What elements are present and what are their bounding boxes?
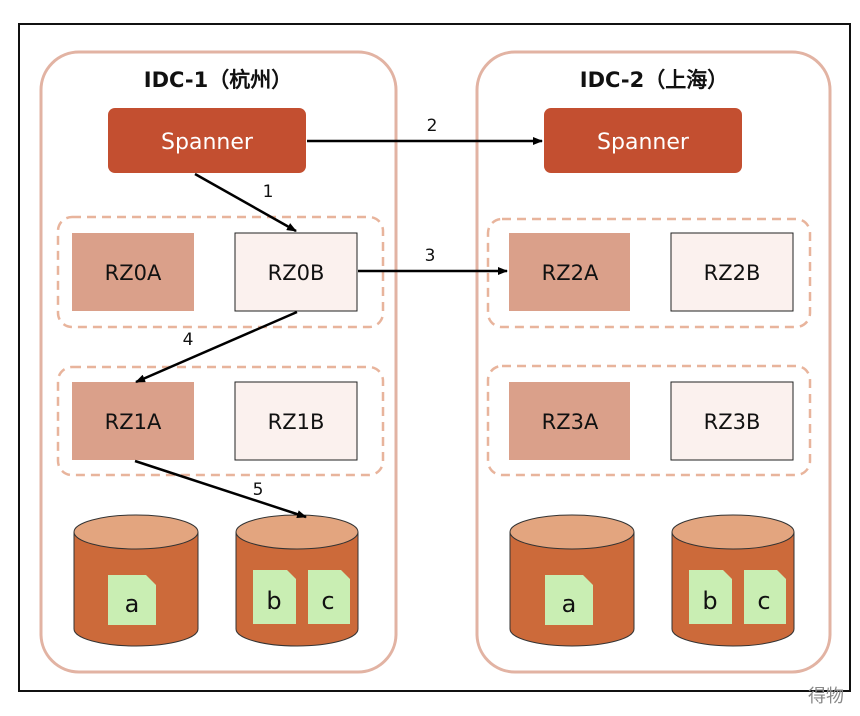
- arrow-step-5: [134, 459, 307, 519]
- rz1b-label: RZ1B: [268, 410, 325, 434]
- file-label: a: [125, 590, 140, 618]
- file-icon: [253, 570, 296, 624]
- idc2-container: [475, 50, 832, 674]
- rz3a-box: [509, 382, 630, 460]
- rz0a-box: [72, 233, 194, 311]
- step-label-3: 3: [425, 246, 436, 266]
- rz0b-label: RZ0B: [268, 261, 325, 285]
- watermark-text: 得物: [808, 686, 844, 707]
- idc2-rz2-group: [486, 217, 812, 329]
- file-icon: [108, 575, 156, 625]
- idc2-storage-2: b c: [671, 514, 795, 647]
- arrow-step-4: [135, 310, 298, 384]
- idc2-storage-1: a: [509, 514, 635, 647]
- idc1-container: [39, 50, 398, 674]
- file-label: b: [266, 587, 281, 615]
- rz1a-label: RZ1A: [105, 410, 162, 434]
- idc1-rz0-group: [56, 215, 385, 329]
- step-label-1: 1: [263, 182, 274, 202]
- rz2a-label: RZ2A: [542, 261, 599, 285]
- idc1-storage-2: b c: [235, 514, 359, 647]
- rz3b-label: RZ3B: [704, 410, 761, 434]
- file-icon: [545, 575, 593, 625]
- rz1b-box: [234, 381, 358, 461]
- file-icon: [744, 570, 786, 624]
- file-label: a: [562, 590, 577, 618]
- rz2a-box: [509, 233, 630, 311]
- idc1-spanner-box: [108, 108, 306, 173]
- idc1-title: IDC-1（杭州）: [144, 68, 292, 92]
- step-label-5: 5: [253, 480, 264, 500]
- rz3a-label: RZ3A: [542, 410, 599, 434]
- idc2-spanner-label: Spanner: [597, 130, 690, 155]
- step-label-4: 4: [183, 330, 194, 350]
- rz1a-box: [72, 382, 194, 460]
- rz0b-box: [234, 232, 358, 312]
- rz3b-box: [670, 381, 794, 461]
- file-icon: [689, 570, 732, 624]
- step-label-2: 2: [427, 116, 438, 136]
- idc1-spanner-label: Spanner: [161, 130, 254, 155]
- file-label: c: [321, 587, 334, 615]
- idc2-spanner-box: [544, 108, 742, 173]
- rz0a-label: RZ0A: [105, 261, 162, 285]
- idc1-storage-1: a: [73, 514, 199, 647]
- rz2b-label: RZ2B: [704, 261, 761, 285]
- rz2b-box: [670, 232, 794, 312]
- idc2-title: IDC-2（上海）: [580, 68, 728, 92]
- arrow-step-1: [194, 172, 297, 233]
- file-icon: [308, 570, 350, 624]
- file-label: c: [757, 587, 770, 615]
- file-label: b: [702, 587, 717, 615]
